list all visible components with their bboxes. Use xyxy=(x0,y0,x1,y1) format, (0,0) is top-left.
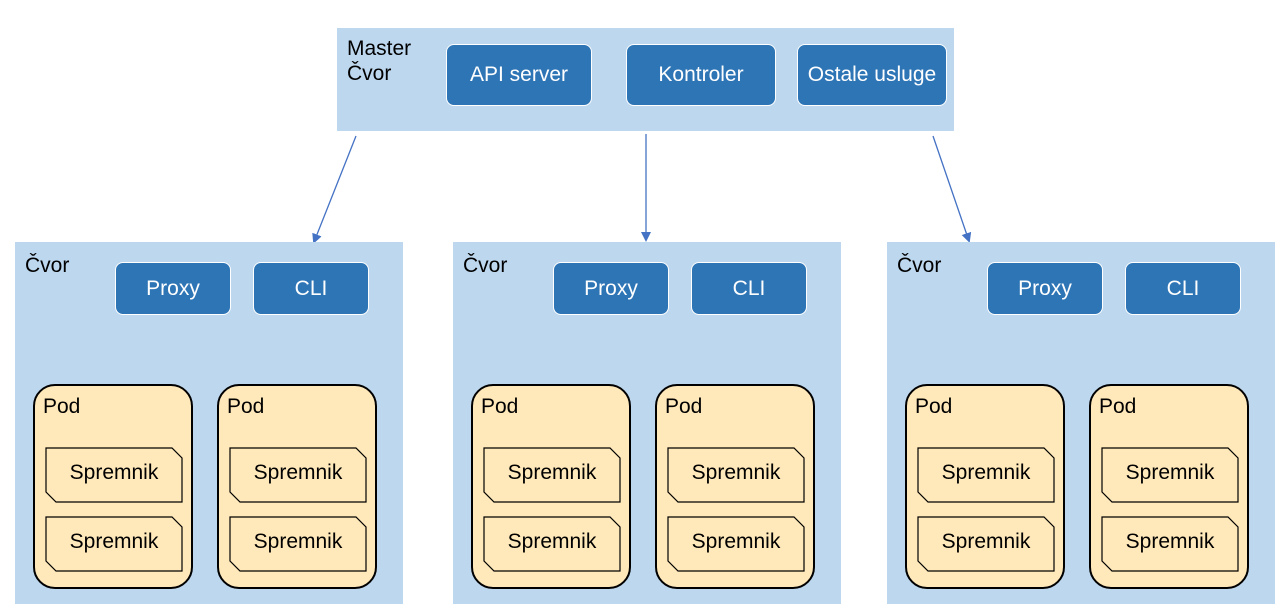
container-box xyxy=(1101,447,1239,503)
container-label: Spremnik xyxy=(691,461,781,484)
container-box xyxy=(667,447,805,503)
container-label: Spremnik xyxy=(69,461,159,484)
cli-box: CLI xyxy=(1125,262,1241,315)
container-label: Spremnik xyxy=(69,530,159,553)
pod-title: Pod xyxy=(1099,395,1137,418)
proxy-box: Proxy xyxy=(115,262,231,315)
master-node-panel: Master Čvor API server Kontroler Ostale … xyxy=(337,28,954,131)
api-server-box: API server xyxy=(446,44,592,106)
pod-title: Pod xyxy=(665,395,703,418)
pod-title: Pod xyxy=(481,395,519,418)
container-box xyxy=(917,447,1055,503)
proxy-box: Proxy xyxy=(553,262,669,315)
pod-title: Pod xyxy=(915,395,953,418)
container-label: Spremnik xyxy=(691,530,781,553)
container-box xyxy=(667,516,805,572)
container-box xyxy=(483,516,621,572)
container-box xyxy=(45,447,183,503)
container-box xyxy=(229,516,367,572)
container-box xyxy=(917,516,1055,572)
kontroler-box: Kontroler xyxy=(626,44,776,106)
proxy-box: Proxy xyxy=(987,262,1103,315)
container-label: Spremnik xyxy=(507,530,597,553)
container-label: Spremnik xyxy=(253,461,343,484)
pod-title: Pod xyxy=(43,395,81,418)
container-label: Spremnik xyxy=(253,530,343,553)
node-title: Čvor xyxy=(897,254,942,277)
node-title: Čvor xyxy=(25,254,70,277)
container-label: Spremnik xyxy=(941,530,1031,553)
arrow-master-to-node-3 xyxy=(932,135,972,243)
master-node-title: Master Čvor xyxy=(347,37,412,85)
container-box xyxy=(483,447,621,503)
pod-title: Pod xyxy=(227,395,265,418)
node-title: Čvor xyxy=(463,254,508,277)
ostale-usluge-box: Ostale usluge xyxy=(797,44,947,106)
container-label: Spremnik xyxy=(1125,530,1215,553)
cli-box: CLI xyxy=(253,262,369,315)
container-label: Spremnik xyxy=(1125,461,1215,484)
cli-box: CLI xyxy=(691,262,807,315)
container-box xyxy=(45,516,183,572)
container-box xyxy=(1101,516,1239,572)
container-box xyxy=(229,447,367,503)
container-label: Spremnik xyxy=(507,461,597,484)
container-label: Spremnik xyxy=(941,461,1031,484)
arrow-master-to-node-1 xyxy=(312,135,357,244)
